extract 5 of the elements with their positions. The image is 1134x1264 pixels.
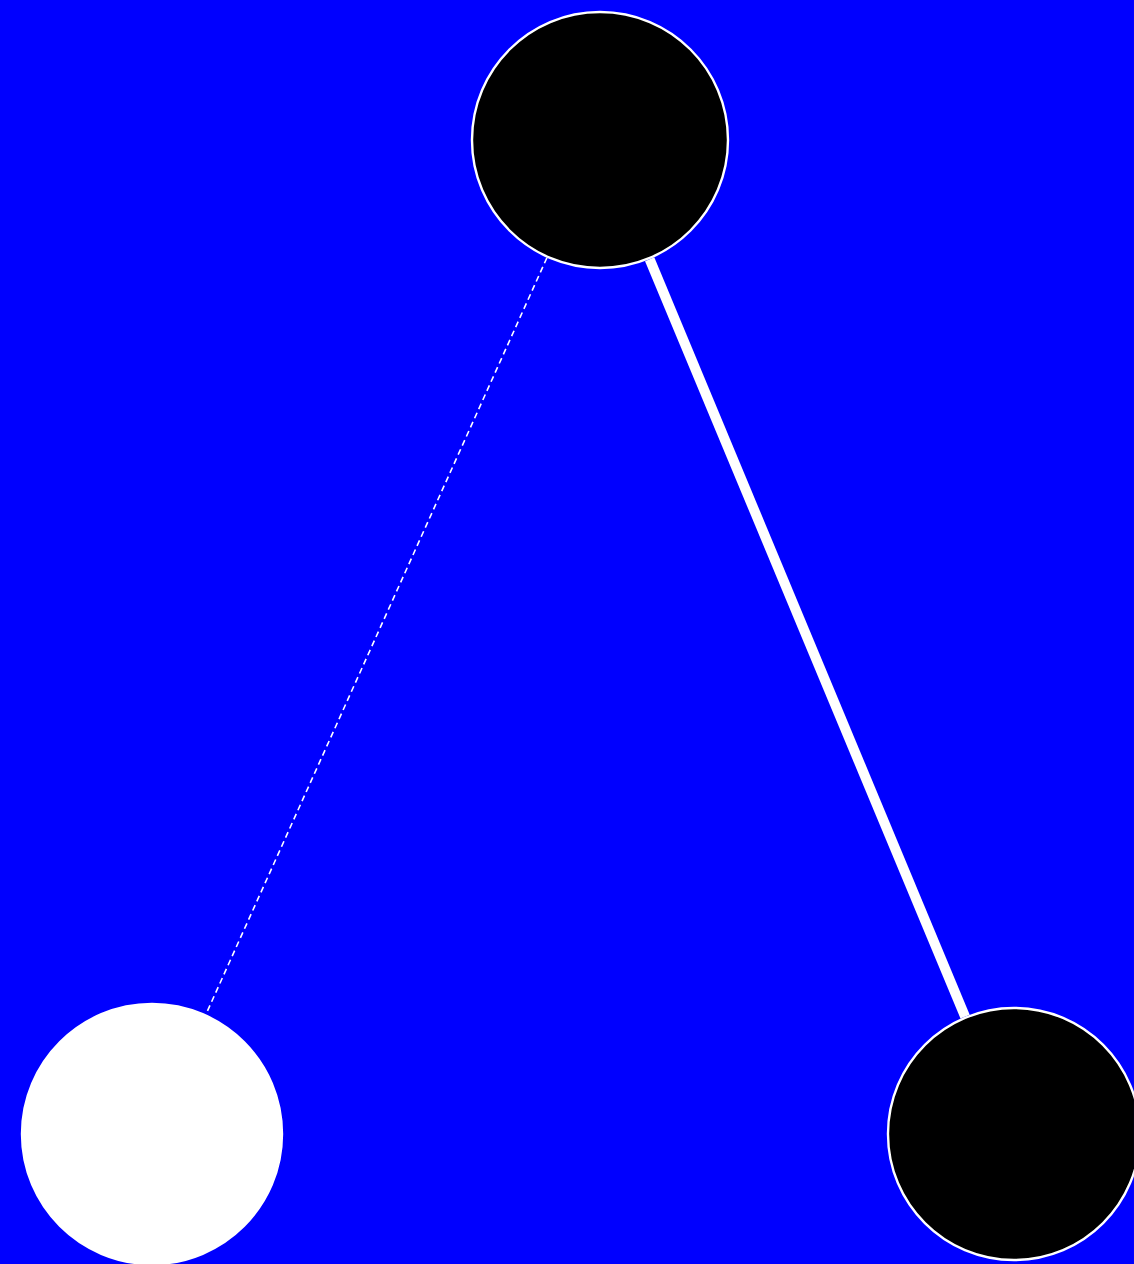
circle	[886, 1006, 1134, 1262]
circle	[470, 10, 730, 270]
circle	[20, 1002, 284, 1264]
connector-line	[205, 256, 548, 1016]
connector-line	[645, 257, 970, 1019]
